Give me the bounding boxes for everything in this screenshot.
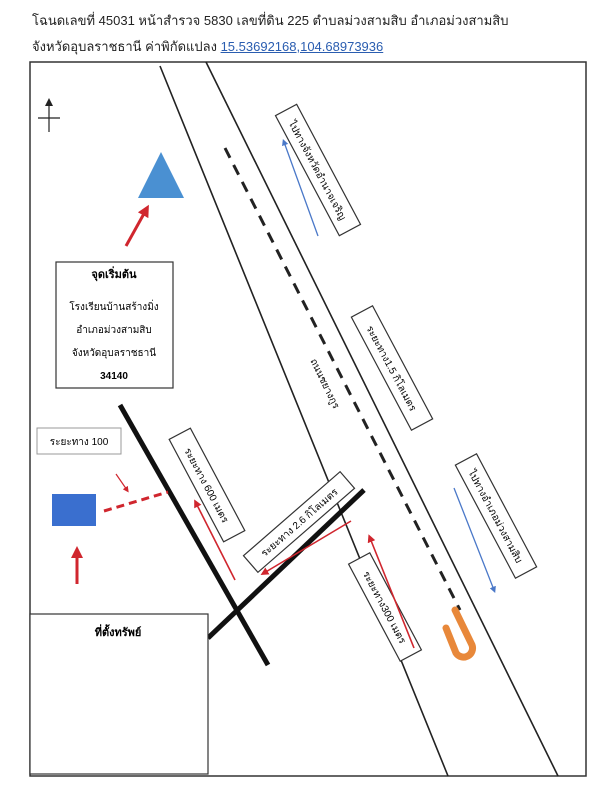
north-arrow-icon <box>38 98 60 132</box>
u-turn-icon <box>442 606 477 661</box>
arrow-600m-icon <box>194 499 236 581</box>
to-amnat-charoen-sign: ไปทางจังหวัดอำนาจเจริญ <box>274 103 362 237</box>
to-muang-sam-sip-sign: ไปทางอำเภอม่วงสามสิบ <box>454 453 538 579</box>
arrow-to-landmark-icon <box>124 204 149 247</box>
pointer-small-arrow-icon <box>115 473 129 493</box>
highway-center-dashes <box>223 147 462 611</box>
distance-1-5km-sign: ระยะทาง1.5 กิโลเมตร <box>350 305 434 431</box>
start-box-postcode: 34140 <box>100 371 128 382</box>
coordinates-link[interactable]: 15.53692168,104.68973936 <box>220 39 384 54</box>
location-line: จังหวัดอุบลราชธานี ค่าพิกัดแปลง 15.53692… <box>32 34 508 60</box>
start-point-box: จุดเริ่มต้น โรงเรียนบ้านสร้างมิ่ง อำเภอม… <box>55 261 174 389</box>
side-road-vertical <box>117 403 271 667</box>
arrow-300m-icon <box>367 534 415 649</box>
start-box-line-3: จังหวัดอุบลราชธานี <box>72 347 156 359</box>
start-landmark-triangle-icon <box>138 152 184 198</box>
start-box-line-2: อำเภอม่วงสามสิบ <box>76 325 152 336</box>
map-frame <box>29 61 587 777</box>
distance-2-6km-sign: ระยะทาง 2.6 กิโลเมตร <box>242 470 356 574</box>
arrow-2-6km-icon <box>260 520 352 576</box>
property-location-label: ที่ตั้งทรัพย์ <box>95 624 142 639</box>
province-coordinate-label: จังหวัดอุบลราชธานี ค่าพิกัดแปลง <box>32 39 221 54</box>
direction-north-arrow-icon <box>282 138 319 237</box>
to-muang-sam-sip-label: ไปทางอำเภอม่วงสามสิบ <box>465 467 525 565</box>
side-road-diagonal <box>206 488 366 640</box>
distance-300m-sign: ระยะทาง300 เมตร <box>347 551 423 663</box>
highway-right-edge <box>205 61 559 777</box>
deed-info-line: โฉนดเลขที่ 45031 หน้าสำรวจ 5830 เลขที่ดิ… <box>32 13 509 28</box>
property-access-dashed-path <box>103 490 169 513</box>
property-square-icon <box>52 494 96 526</box>
distance-100-box: ระยะทาง 100 <box>36 427 122 455</box>
direction-south-arrow-icon <box>453 487 496 594</box>
road-name-label: ถนนชยางกูร <box>307 357 341 411</box>
start-box-line-1: โรงเรียนบ้านสร้างมิ่ง <box>69 299 158 313</box>
property-location-box: ที่ตั้งทรัพย์ <box>29 613 209 775</box>
document-header: โฉนดเลขที่ 45031 หน้าสำรวจ 5830 เลขที่ดิ… <box>32 8 508 60</box>
distance-100-label: ระยะทาง 100 <box>50 437 109 448</box>
start-box-title: จุดเริ่มต้น <box>91 266 137 282</box>
